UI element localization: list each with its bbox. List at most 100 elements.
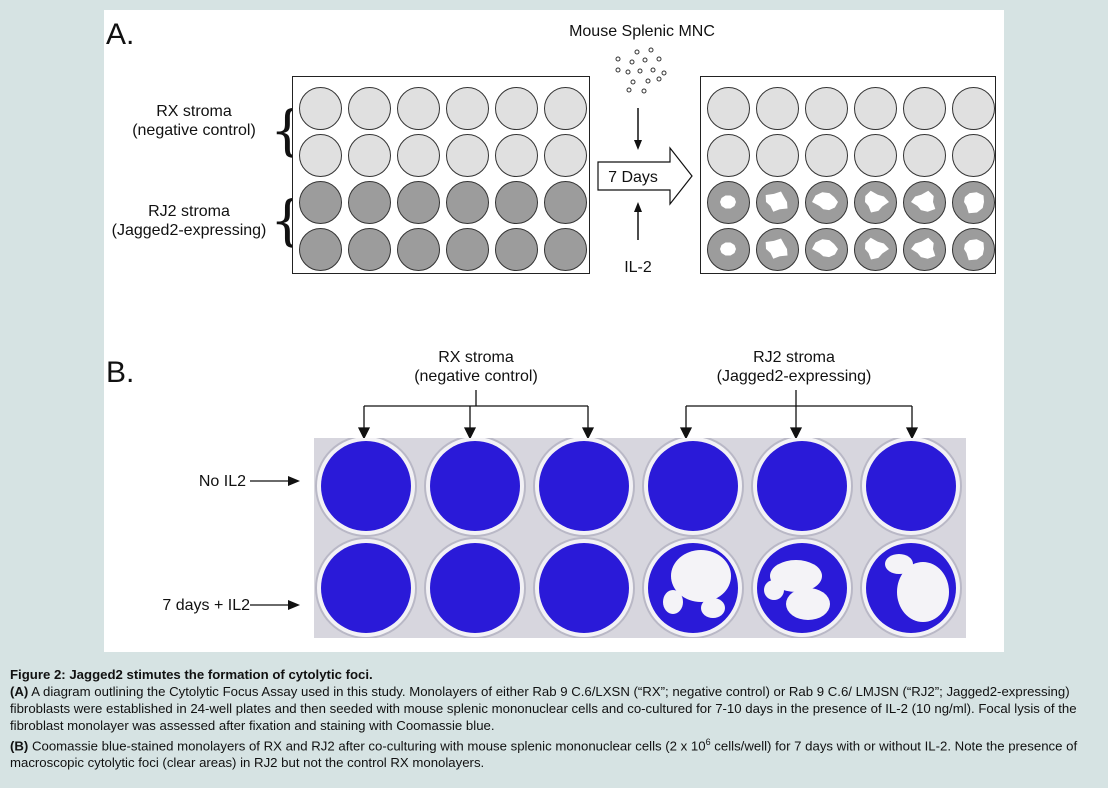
row-label-il2: 7 days + IL2 — [162, 597, 250, 614]
b-rj2-stroma-label: RJ2 stroma (Jagged2-expressing) — [694, 348, 894, 386]
stained-wells — [315, 435, 962, 639]
well-4-6 — [544, 228, 587, 271]
well-1-5 — [903, 87, 946, 130]
well-4-4 — [446, 228, 489, 271]
caption-b-sup: 6 — [705, 737, 711, 747]
well-1-3 — [397, 87, 440, 130]
well-4-3 — [805, 228, 848, 271]
row-label-no-il2: No IL2 — [198, 473, 246, 490]
well-4-2 — [348, 228, 391, 271]
il2-label: IL-2 — [624, 259, 652, 276]
cytolytic-focus — [865, 190, 889, 213]
cytolytic-focus — [911, 190, 936, 212]
caption-title: Figure 2: Jagged2 stimutes the formation… — [10, 667, 373, 682]
cytolytic-focus — [663, 590, 683, 614]
cytolytic-focus — [764, 580, 784, 600]
panel-a-letter: A. — [106, 18, 135, 51]
well-1-6 — [544, 87, 587, 130]
well-3-1 — [707, 181, 750, 224]
well-2-5 — [903, 134, 946, 177]
photo-well-2-2 — [424, 537, 526, 639]
panel-b-letter: B. — [106, 356, 135, 389]
cytolytic-focus — [812, 192, 838, 211]
photo-well-1-4 — [642, 435, 744, 537]
rj2-stroma-label: RJ2 stroma (Jagged2-expressing) — [104, 202, 274, 240]
photo-well-2-6 — [860, 537, 962, 639]
well-3-5 — [495, 181, 538, 224]
stained-plate-photo — [314, 435, 966, 639]
photo-well-1-1 — [315, 435, 417, 537]
b-rj2-stroma-label-line1: RJ2 stroma — [753, 349, 835, 366]
photo-well-2-5 — [751, 537, 853, 639]
cytolytic-focus — [964, 192, 984, 214]
b-rx-stroma-label: RX stroma (negative control) — [376, 348, 576, 386]
cytolytic-focus — [911, 237, 936, 259]
well-2-4 — [446, 134, 489, 177]
down-arrow-icon — [634, 140, 642, 150]
well-1-4 — [854, 87, 897, 130]
caption-a-text: A diagram outlining the Cytolytic Focus … — [10, 684, 1077, 733]
well-2-6 — [544, 134, 587, 177]
well-2-2 — [756, 134, 799, 177]
photo-well-1-2 — [424, 435, 526, 537]
well-3-6 — [952, 181, 995, 224]
rj2-stroma-label-line1: RJ2 stroma — [148, 203, 230, 220]
well-3-2 — [348, 181, 391, 224]
source-label: Mouse Splenic MNC — [569, 23, 715, 40]
well-1-2 — [756, 87, 799, 130]
cytolytic-focus — [720, 195, 736, 209]
well-3-1 — [299, 181, 342, 224]
well-2-3 — [397, 134, 440, 177]
cytolytic-focus — [701, 598, 725, 618]
cytolytic-focus — [885, 554, 913, 574]
photo-well-2-4 — [642, 537, 744, 639]
well-1-3 — [805, 87, 848, 130]
well-1-5 — [495, 87, 538, 130]
cytolytic-focus — [865, 237, 889, 260]
well-2-3 — [805, 134, 848, 177]
well-1-6 — [952, 87, 995, 130]
photo-well-1-6 — [860, 435, 962, 537]
well-3-3 — [397, 181, 440, 224]
well-2-4 — [854, 134, 897, 177]
b-bracket-arrows — [357, 390, 919, 440]
well-4-5 — [903, 228, 946, 271]
well-3-3 — [805, 181, 848, 224]
well-3-4 — [854, 181, 897, 224]
well-2-1 — [707, 134, 750, 177]
well-3-4 — [446, 181, 489, 224]
well-4-1 — [707, 228, 750, 271]
cytolytic-focus — [765, 191, 788, 212]
plate-before — [292, 76, 590, 274]
days-label: 7 Days — [608, 169, 658, 186]
rx-stroma-label-line1: RX stroma — [156, 103, 232, 120]
well-4-2 — [756, 228, 799, 271]
cytolytic-focus — [765, 238, 788, 259]
caption-b-text-2: cells/well) for 7 days with or without I… — [10, 738, 1078, 771]
cells-icon — [615, 47, 667, 94]
caption-a-tag: (A) — [10, 684, 29, 699]
cytolytic-focus — [770, 560, 822, 592]
well-4-5 — [495, 228, 538, 271]
process-arrows — [597, 108, 693, 240]
well-4-4 — [854, 228, 897, 271]
rj2-stroma-label-line2: (Jagged2-expressing) — [111, 222, 267, 239]
figure-caption: Figure 2: Jagged2 stimutes the formation… — [10, 666, 1098, 771]
cytolytic-focus — [786, 588, 830, 620]
well-3-6 — [544, 181, 587, 224]
well-4-3 — [397, 228, 440, 271]
well-2-2 — [348, 134, 391, 177]
well-2-1 — [299, 134, 342, 177]
caption-b-tag: (B) — [10, 738, 29, 754]
photo-well-1-3 — [533, 435, 635, 537]
well-1-4 — [446, 87, 489, 130]
photo-well-2-1 — [315, 537, 417, 639]
caption-b-text-1: Coomassie blue-stained monolayers of RX … — [28, 738, 706, 754]
well-1-1 — [299, 87, 342, 130]
photo-well-2-3 — [533, 537, 635, 639]
well-1-2 — [348, 87, 391, 130]
rx-stroma-label: RX stroma (negative control) — [114, 102, 274, 140]
cytolytic-focus — [671, 550, 731, 602]
well-2-6 — [952, 134, 995, 177]
figure-panel: A. Mouse Splenic MNC RX stroma (negative… — [104, 10, 1004, 652]
